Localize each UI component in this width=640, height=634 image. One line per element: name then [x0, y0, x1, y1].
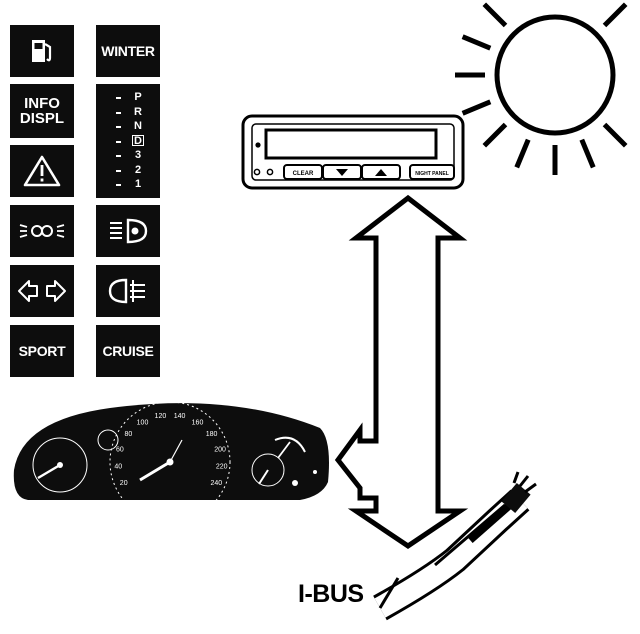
- info-display-tile: INFO DISPL: [10, 84, 74, 138]
- ibus-label: I-BUS: [298, 580, 364, 608]
- info-display-unit: CLEAR NIGHT PANEL: [241, 114, 465, 190]
- sun-ray: [461, 34, 492, 51]
- gear-label: R: [134, 105, 142, 118]
- sun-ray: [461, 99, 492, 116]
- sun-icon: [455, 2, 628, 175]
- gear-label: 1: [134, 178, 142, 190]
- warning-triangle-icon: [23, 155, 61, 187]
- speed-tick-label: 240: [210, 480, 222, 487]
- down-button[interactable]: [322, 164, 362, 180]
- gear-label: N: [134, 120, 142, 132]
- high-beam-tile: [96, 205, 160, 257]
- gear-label: D: [132, 134, 144, 146]
- speed-tick-label: 120: [155, 413, 167, 420]
- ibus-data-arrow: [334, 194, 469, 550]
- sun-ray: [514, 138, 531, 169]
- night-panel-button[interactable]: NIGHT PANEL: [409, 164, 455, 180]
- gear-row: 1: [96, 178, 160, 191]
- speed-tick-label: 140: [174, 413, 186, 420]
- gear-label: 2: [134, 163, 142, 176]
- displ-label: DISPL: [19, 110, 65, 127]
- rear-fog-light-icon: [108, 278, 145, 304]
- gear-row: D: [96, 134, 160, 148]
- warning-tile: [10, 145, 74, 197]
- high-beam-icon: [110, 218, 148, 244]
- turn-signals-tile: [10, 265, 74, 317]
- gear-row: N: [96, 120, 160, 133]
- sun-ray: [602, 2, 628, 28]
- speed-tick-label: 180: [206, 431, 218, 438]
- gear-row: 3: [96, 149, 160, 162]
- fuel-pump-icon: [32, 40, 52, 62]
- gauge-needle-left: [37, 463, 61, 480]
- speed-tick-label: 220: [216, 464, 228, 471]
- gear-dash: [116, 184, 121, 186]
- night-panel-label: NIGHT PANEL: [415, 171, 449, 177]
- parking-lights-tile: [10, 205, 74, 257]
- sun-ray: [602, 122, 628, 148]
- sun-ray: [482, 122, 508, 148]
- gear-row: 2: [96, 164, 160, 177]
- sport-label: SPORT: [18, 342, 66, 359]
- rear-fog-tile: [96, 265, 160, 317]
- up-arrow-icon: [375, 169, 387, 176]
- gear-dash: [116, 111, 121, 114]
- fuel-tile: [10, 25, 74, 77]
- gear-row: R: [96, 106, 160, 119]
- gear-dash: [116, 97, 121, 99]
- gear-dash: [116, 155, 121, 157]
- turn-signals-icon: [18, 280, 66, 302]
- gear-dash: [116, 169, 121, 172]
- gear-row: P: [96, 91, 160, 104]
- speed-tick-label: 40: [114, 464, 122, 471]
- speed-tick-label: 60: [116, 447, 124, 454]
- speed-tick-label: 20: [120, 480, 128, 487]
- gear-dash: [116, 140, 121, 143]
- speedometer-needle: [139, 460, 171, 482]
- gear-label: P: [134, 91, 142, 103]
- info-label: INFO: [24, 95, 60, 112]
- speed-tick-label: 100: [137, 419, 149, 426]
- ibus-cable: [373, 471, 537, 621]
- cruise-label: CRUISE: [102, 342, 154, 359]
- sport-tile: SPORT: [10, 325, 74, 377]
- speed-tick-label: 80: [125, 431, 133, 438]
- speed-tick-label: 160: [192, 419, 204, 426]
- indicator-led: [255, 142, 261, 148]
- speed-tick-label: 200: [214, 447, 226, 454]
- clear-button[interactable]: CLEAR: [283, 164, 323, 180]
- winter-label: WINTER: [101, 42, 155, 59]
- gear-dash: [116, 126, 121, 128]
- sun-ray: [482, 2, 508, 28]
- up-button[interactable]: [361, 164, 401, 180]
- clear-button-label: CLEAR: [293, 171, 314, 177]
- gear-label: 3: [134, 149, 142, 161]
- display-screen: [264, 128, 438, 160]
- parking-lights-icon: [19, 224, 65, 238]
- down-arrow-icon: [336, 169, 348, 176]
- cruise-tile: CRUISE: [96, 325, 160, 377]
- sun-ray: [579, 138, 596, 169]
- winter-tile: WINTER: [96, 25, 160, 77]
